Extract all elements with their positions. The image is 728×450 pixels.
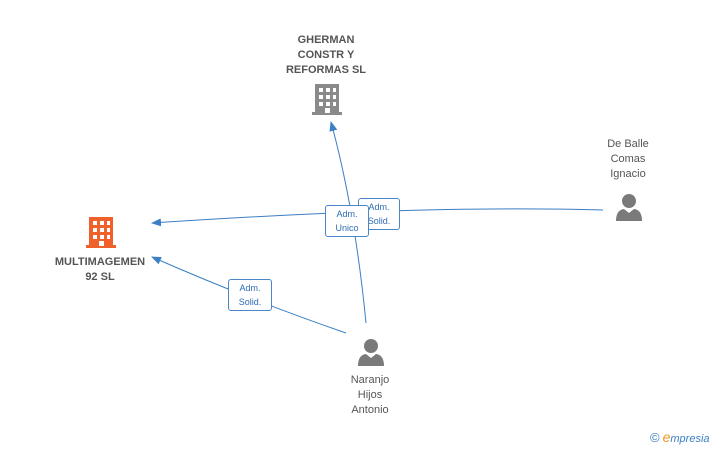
node-label-line: Naranjo xyxy=(350,374,390,386)
person-icon[interactable] xyxy=(616,194,642,221)
node-label-line: Antonio xyxy=(351,404,389,416)
edge-label-line: Unico xyxy=(335,223,359,233)
node-label-naranjo[interactable]: Naranjo Hijos Antonio xyxy=(330,373,410,418)
node-label-gherman[interactable]: GHERMAN CONSTR Y REFORMAS SL xyxy=(266,33,386,78)
node-label-line: 92 SL xyxy=(85,271,115,283)
building-icon[interactable] xyxy=(312,84,342,115)
edge-label-line: Adm. xyxy=(368,202,390,212)
edge-label-line: Adm. xyxy=(239,283,261,293)
node-label-deballe[interactable]: De Balle Comas Ignacio xyxy=(588,137,668,182)
node-label-multimagemen[interactable]: MULTIMAGEMEN 92 SL xyxy=(40,255,160,285)
node-label-line: CONSTR Y xyxy=(297,49,355,61)
empresia-watermark: ©empresia xyxy=(650,429,710,445)
edge-label-line: Solid. xyxy=(367,216,391,226)
node-label-line: MULTIMAGEMEN xyxy=(54,256,146,268)
node-label-line: Comas xyxy=(610,153,646,165)
building-icon-highlighted[interactable] xyxy=(86,217,116,248)
edge-label-line: Solid. xyxy=(238,297,262,307)
edge-label-naranjo-gherman[interactable]: Adm. Unico xyxy=(325,205,369,237)
person-icon[interactable] xyxy=(358,339,384,366)
node-label-line: GHERMAN xyxy=(297,34,355,46)
node-label-line: Ignacio xyxy=(610,168,646,180)
node-label-line: Hijos xyxy=(357,389,383,401)
copyright-icon: © xyxy=(650,430,660,445)
node-label-line: REFORMAS SL xyxy=(285,64,367,76)
brand-initial: e xyxy=(662,429,671,445)
edge-label-line: Adm. xyxy=(336,209,358,219)
brand-name: mpresia xyxy=(670,433,710,445)
edge-label-naranjo-multimagemen[interactable]: Adm. Solid. xyxy=(228,279,272,311)
node-label-line: De Balle xyxy=(607,138,649,150)
